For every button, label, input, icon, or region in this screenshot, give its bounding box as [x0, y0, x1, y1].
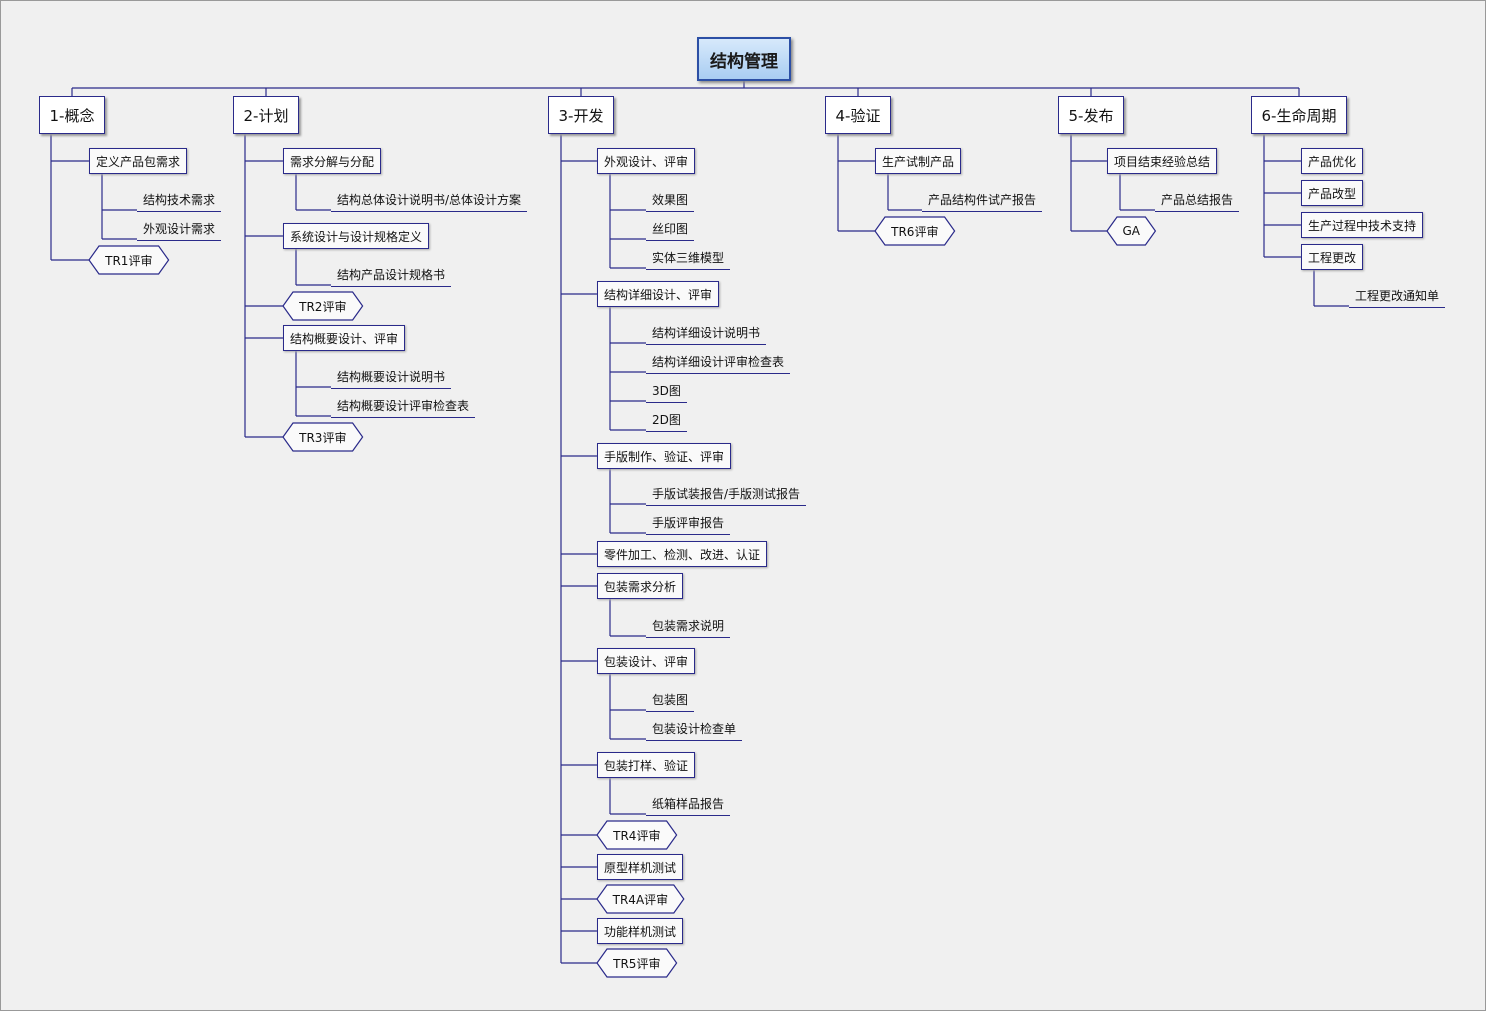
task-topic[interactable]: 功能样机测试 [597, 918, 684, 944]
deliverable-item[interactable]: 结构技术需求 [137, 192, 222, 212]
phase-topic[interactable]: 3-开发 [548, 96, 614, 134]
deliverable-item[interactable]: 工程更改通知单 [1349, 288, 1446, 308]
deliverable-item[interactable]: 2D图 [646, 412, 687, 432]
phase-topic[interactable]: 6-生命周期 [1251, 96, 1347, 134]
review-hexagon-shape [596, 948, 678, 978]
deliverable-item[interactable]: 3D图 [646, 383, 687, 403]
review-hexagon-shape [282, 291, 364, 321]
deliverable-item[interactable]: 手版评审报告 [646, 515, 731, 535]
task-topic[interactable]: 工程更改 [1301, 244, 1364, 270]
deliverable-item[interactable]: 结构详细设计评审检查表 [646, 354, 791, 374]
deliverable-item[interactable]: 包装设计检查单 [646, 721, 743, 741]
review-milestone[interactable]: GA [1122, 224, 1140, 238]
phase-topic[interactable]: 1-概念 [39, 96, 105, 134]
review-hexagon-shape [596, 820, 678, 850]
review-milestone[interactable]: TR4评审 [613, 828, 661, 843]
deliverable-item[interactable]: 包装图 [646, 692, 695, 712]
deliverable-item[interactable]: 结构概要设计说明书 [331, 369, 452, 389]
task-topic[interactable]: 结构详细设计、评审 [597, 281, 720, 307]
review-hexagon-shape [282, 422, 364, 452]
deliverable-item[interactable]: 产品总结报告 [1155, 192, 1240, 212]
task-topic[interactable]: 生产试制产品 [875, 148, 962, 174]
deliverable-item[interactable]: 手版试装报告/手版测试报告 [646, 486, 807, 506]
review-hexagon-shape [1106, 216, 1157, 246]
task-topic[interactable]: 结构概要设计、评审 [283, 325, 406, 351]
deliverable-item[interactable]: 纸箱样品报告 [646, 796, 731, 816]
review-milestone[interactable]: TR2评审 [299, 299, 347, 314]
deliverable-item[interactable]: 外观设计需求 [137, 221, 222, 241]
deliverable-item[interactable]: 产品结构件试产报告 [922, 192, 1043, 212]
deliverable-item[interactable]: 包装需求说明 [646, 618, 731, 638]
task-topic[interactable]: 定义产品包需求 [89, 148, 188, 174]
task-topic[interactable]: 包装打样、验证 [597, 752, 696, 778]
task-topic[interactable]: 系统设计与设计规格定义 [283, 223, 430, 249]
phase-topic[interactable]: 5-发布 [1058, 96, 1124, 134]
task-topic[interactable]: 手版制作、验证、评审 [597, 443, 732, 469]
task-topic[interactable]: 包装设计、评审 [597, 648, 696, 674]
review-hexagon-shape [874, 216, 956, 246]
root-topic[interactable]: 结构管理 [697, 37, 791, 81]
deliverable-item[interactable]: 结构总体设计说明书/总体设计方案 [331, 192, 528, 212]
task-topic[interactable]: 产品优化 [1301, 148, 1364, 174]
task-topic[interactable]: 生产过程中技术支持 [1301, 212, 1424, 238]
deliverable-item[interactable]: 实体三维模型 [646, 250, 731, 270]
task-topic[interactable]: 项目结束经验总结 [1107, 148, 1218, 174]
deliverable-item[interactable]: 丝印图 [646, 221, 695, 241]
deliverable-item[interactable]: 结构产品设计规格书 [331, 267, 452, 287]
review-milestone[interactable]: TR5评审 [613, 956, 661, 971]
task-topic[interactable]: 外观设计、评审 [597, 148, 696, 174]
review-hexagon-shape [596, 884, 685, 914]
review-milestone[interactable]: TR1评审 [105, 253, 153, 268]
review-milestone[interactable]: TR4A评审 [612, 892, 669, 907]
task-topic[interactable]: 零件加工、检测、改进、认证 [597, 541, 768, 567]
task-topic[interactable]: 需求分解与分配 [283, 148, 382, 174]
task-topic[interactable]: 包装需求分析 [597, 573, 684, 599]
deliverable-item[interactable]: 结构概要设计评审检查表 [331, 398, 476, 418]
task-topic[interactable]: 原型样机测试 [597, 854, 684, 880]
phase-topic[interactable]: 2-计划 [233, 96, 299, 134]
review-milestone[interactable]: TR6评审 [891, 224, 939, 239]
task-topic[interactable]: 产品改型 [1301, 180, 1364, 206]
phase-topic[interactable]: 4-验证 [825, 96, 891, 134]
review-milestone[interactable]: TR3评审 [299, 430, 347, 445]
review-hexagon-shape [88, 245, 170, 275]
deliverable-item[interactable]: 效果图 [646, 192, 695, 212]
deliverable-item[interactable]: 结构详细设计说明书 [646, 325, 767, 345]
